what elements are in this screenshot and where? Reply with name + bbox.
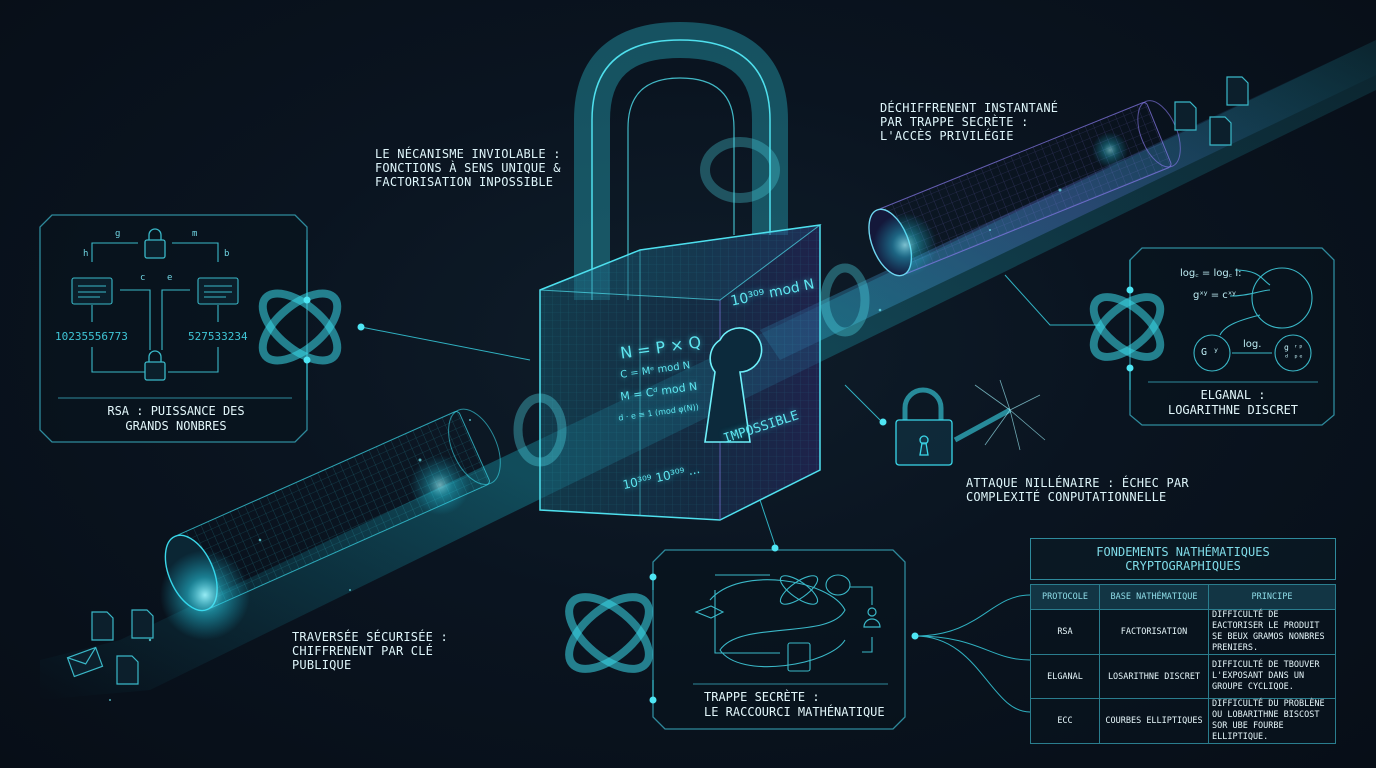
table-row: RSA FACTORISATION DIFFICULTÉ DE EACTORIS…: [1030, 609, 1336, 655]
elgamal-formula-1: log꜀ = log꜀ l:: [1180, 268, 1242, 279]
rsa-letter-h: h: [83, 249, 89, 259]
elgamal-arrow-label: log.: [1243, 339, 1262, 350]
envelope-icon: [66, 646, 104, 678]
rsa-number-left: 10235556773: [55, 330, 128, 343]
cell-protocol: ECC: [1030, 698, 1100, 744]
lock-shackle: [574, 21, 788, 300]
table-title: FONDEMENTS NATHÉMATIQUES CRYPTOGRAPHIQUE…: [1030, 538, 1336, 580]
document-icon: [71, 277, 239, 305]
decryption-label: DÉCHIFFRENENT INSTANTANÉ PAR TRAPPE SECR…: [880, 101, 1059, 143]
rsa-letter-e: e: [167, 273, 173, 283]
broken-lock-icon: [895, 387, 1012, 466]
cell-protocol: ELGANAL: [1030, 654, 1100, 699]
elgamal-node-left: G ʸ: [1201, 347, 1220, 358]
document-icon: [131, 609, 154, 639]
rsa-letter-m: m: [192, 229, 198, 239]
trapdoor-flow: [694, 574, 873, 672]
padlock-icon: [144, 228, 166, 381]
cell-principle: DIFFICULTÉ DE TBOUVER L'EXPOSANT DANS UN…: [1208, 654, 1336, 699]
rsa-letter-c: c: [140, 273, 146, 283]
document-icon: [787, 642, 811, 672]
cell-base: COURBES ELLIPTIQUES: [1099, 698, 1209, 744]
header-protocol: PROTOCOLE: [1030, 584, 1100, 610]
attack-label: ATTAQUE NILLÉNAIRE : ÉCHEC PAR COMPLEXIT…: [966, 476, 1189, 504]
torus-knot-icon: [258, 289, 1165, 673]
document-icon: [1209, 116, 1232, 146]
cell-base: FACTORISATION: [1099, 609, 1209, 655]
lock-body: [539, 224, 822, 521]
cell-principle: DIFFICULTÉ DE EACTORISER LE PRODUIT SE B…: [1208, 609, 1336, 655]
rsa-flow: [91, 242, 219, 373]
elgamal-flow: [1193, 267, 1313, 372]
table-row: ECC COURBES ELLIPTIQUES DIFFICULTÉ DU PR…: [1030, 698, 1336, 744]
rsa-letter-b: b: [224, 249, 230, 259]
document-icon: [116, 655, 139, 685]
header-math-base: BASE NATHÉMATIQUE: [1099, 584, 1209, 610]
document-icon: [1226, 76, 1249, 106]
user-icon: [863, 607, 881, 628]
table-row: ELGANAL LOSARITHNE DISCRET DIFFICULTÉ DE…: [1030, 654, 1336, 699]
shatter: [974, 379, 1046, 451]
traversal-label: TRAVERSÉE SÉCURISÉE : CHIFFRENENT PAR CL…: [292, 630, 448, 672]
cell-protocol: RSA: [1030, 609, 1100, 655]
trapdoor-panel-title: TRAPPE SECRÈTE : LE RACCOURCI MATHÉNATIQ…: [704, 690, 885, 719]
elgamal-formula-2: gˣʸ = cˣʸ: [1193, 290, 1236, 301]
crypto-foundations-table: FONDEMENTS NATHÉMATIQUES CRYPTOGRAPHIQUE…: [1030, 538, 1336, 744]
elgamal-panel-title: ELGANAL : LOGARITHNE DISCRET: [1167, 388, 1299, 417]
rsa-number-right: 527533234: [188, 330, 248, 343]
elgamal-node-right: g ʳᵖ ᵈ ᵖᵉ: [1284, 343, 1304, 362]
mechanism-label: LE NÉCANISME INVIOLABLE : FONCTIONS À SE…: [375, 147, 561, 189]
cell-base: LOSARITHNE DISCRET: [1099, 654, 1209, 699]
cell-principle: DIFFICULTÉ DU PROBLÈNE OU LOBARITHNE BIS…: [1208, 698, 1336, 744]
rsa-panel-title: RSA : PUISSANCE DES GRANDS NONBRES: [107, 404, 245, 433]
header-principle: PRINCIPE: [1208, 584, 1336, 610]
document-icon: [91, 611, 114, 641]
document-icon: [1174, 101, 1197, 131]
rsa-letter-g: g: [115, 229, 121, 239]
